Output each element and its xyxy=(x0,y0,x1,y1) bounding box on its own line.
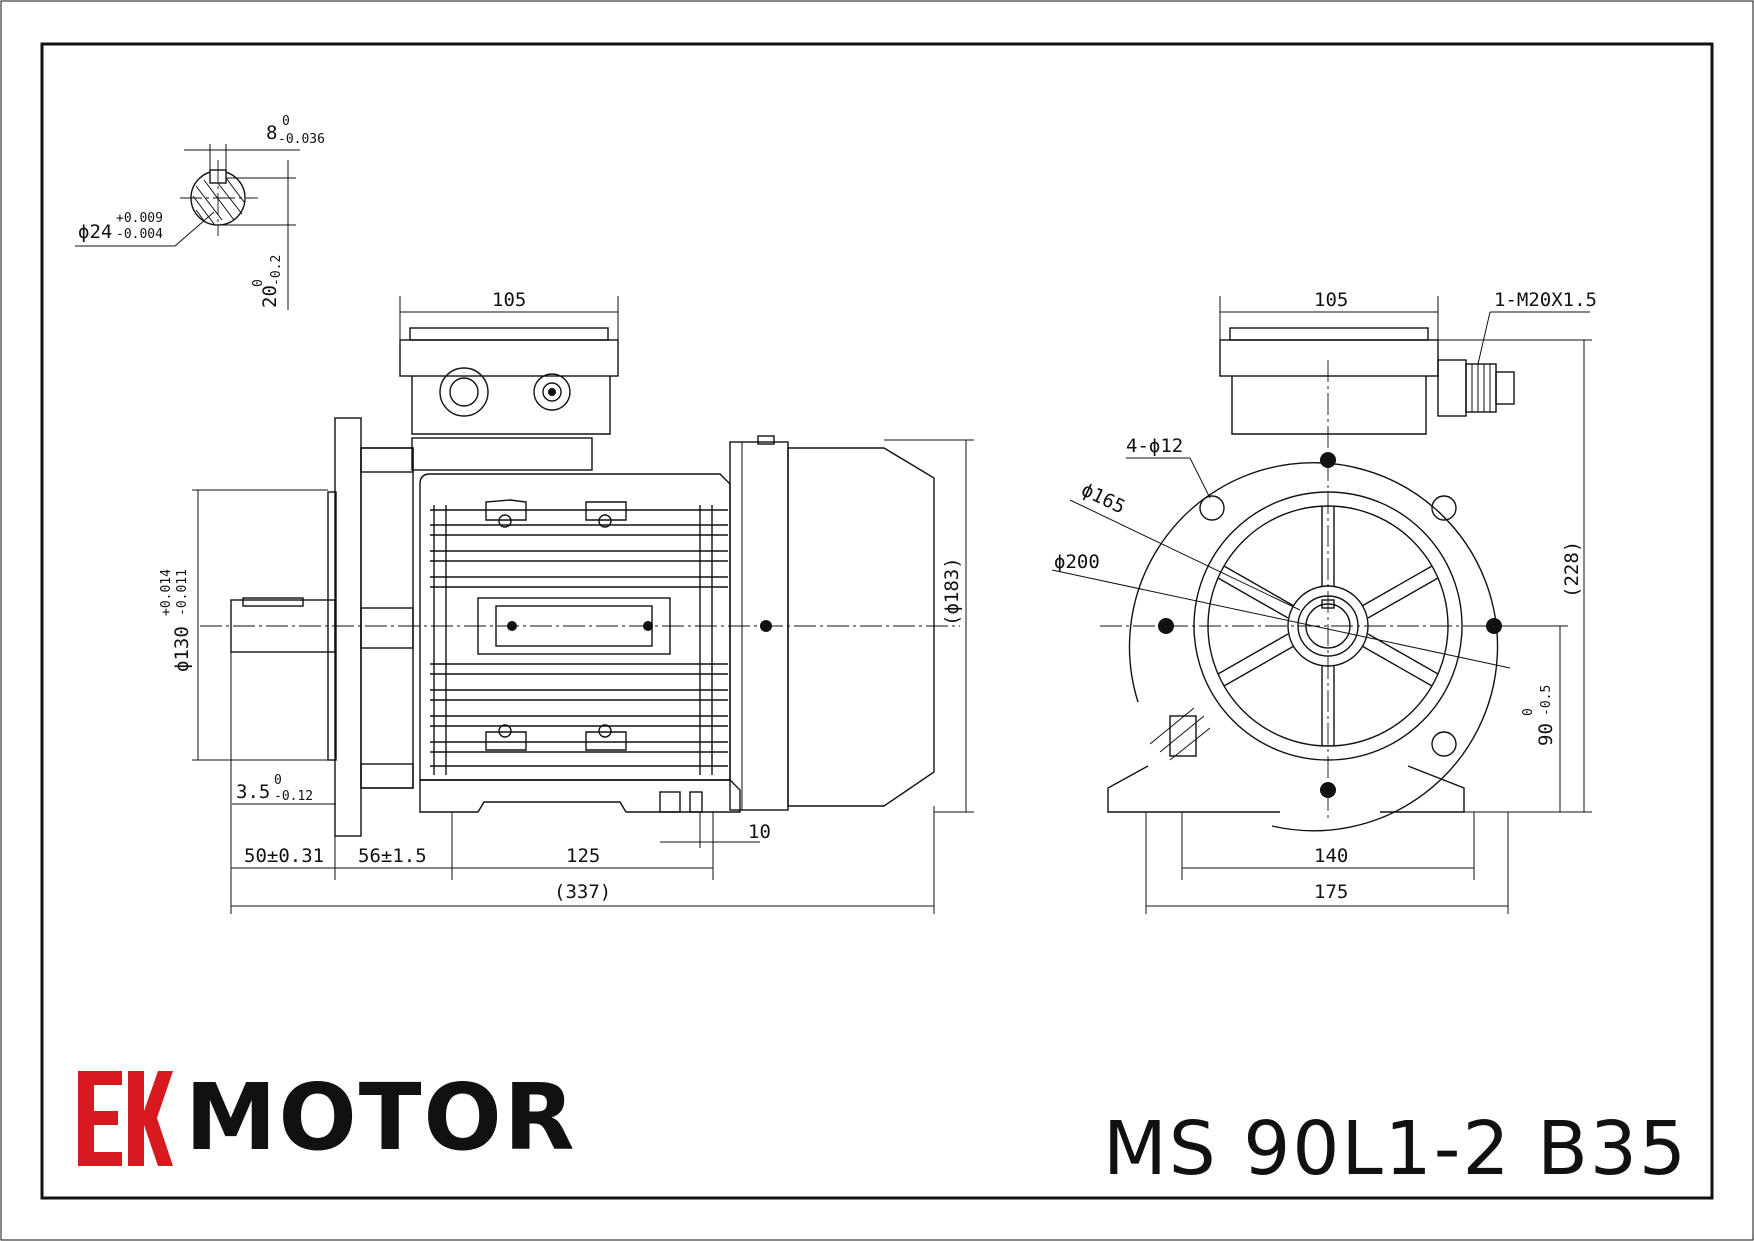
shaft-height-dim: 90 xyxy=(1535,723,1557,746)
spigot-depth-tol-upper: 0 xyxy=(274,773,282,788)
shaft-section-view: 8 0 -0.036 20 0 -0.2 ϕ24 +0.009 -0.004 xyxy=(75,114,325,310)
front-view: 105 1-M20X1.5 4-ϕ12 ϕ165 ϕ200 (228) 90 0… xyxy=(1051,289,1597,914)
model-number: MS 90L1-2 B35 xyxy=(1102,1106,1688,1192)
key-width-dim: 8 xyxy=(266,122,277,144)
front-terminal-box-width-dim: 105 xyxy=(1314,289,1348,311)
depth-tol-upper: 0 xyxy=(251,279,266,287)
shaft-diameter-tol-lower: -0.004 xyxy=(116,227,163,242)
shaft-height-tol-lower: -0.5 xyxy=(1539,685,1554,716)
spigot-tol-lower: -0.011 xyxy=(175,569,190,616)
spigot-depth-dim: 3.5 xyxy=(236,781,270,803)
drawing-frame xyxy=(40,42,1714,1200)
brand-mark-icon xyxy=(78,1070,173,1166)
pcd-dim: ϕ165 xyxy=(1078,479,1129,519)
overall-height-dim: (228) xyxy=(1561,541,1583,598)
shaft-diameter-dim: ϕ24 xyxy=(78,221,112,243)
shaft-length-dim: 50±0.31 xyxy=(244,845,324,867)
spigot-depth-tol-lower: -0.12 xyxy=(274,789,313,804)
side-view: 105 ϕ130 +0.014 -0.011 3.5 0 -0.12 50±0.… xyxy=(159,289,974,914)
cable-gland-dim: 1-M20X1.5 xyxy=(1494,289,1597,311)
flange-diameter-dim: ϕ200 xyxy=(1054,551,1100,573)
shaft-diameter-tol-upper: +0.009 xyxy=(116,211,163,226)
spigot-tol-upper: +0.014 xyxy=(159,569,174,616)
depth-tol-lower: -0.2 xyxy=(269,255,284,286)
foot-spacing-dim: 125 xyxy=(566,845,600,867)
shaft-height-tol-upper: 0 xyxy=(1521,708,1536,716)
key-width-tol-upper: 0 xyxy=(282,114,290,129)
foot-width-dim: 175 xyxy=(1314,881,1348,903)
foot-hole-spacing-dim: 140 xyxy=(1314,845,1348,867)
depth-dim: 20 xyxy=(259,285,281,308)
brand-wordmark: MOTOR xyxy=(185,1064,577,1171)
flange-holes-dim: 4-ϕ12 xyxy=(1126,435,1183,457)
side-terminal-box-width-dim: 105 xyxy=(492,289,526,311)
spigot-diameter-dim: ϕ130 xyxy=(171,626,193,672)
shoulder-dim: 56±1.5 xyxy=(358,845,427,867)
fan-diameter-dim: (ϕ183) xyxy=(941,557,963,626)
foot-hole-dim: 10 xyxy=(748,821,771,843)
overall-length-dim: (337) xyxy=(554,881,611,903)
brand-logo: MOTOR xyxy=(78,1068,577,1168)
key-width-tol-lower: -0.036 xyxy=(278,132,325,147)
